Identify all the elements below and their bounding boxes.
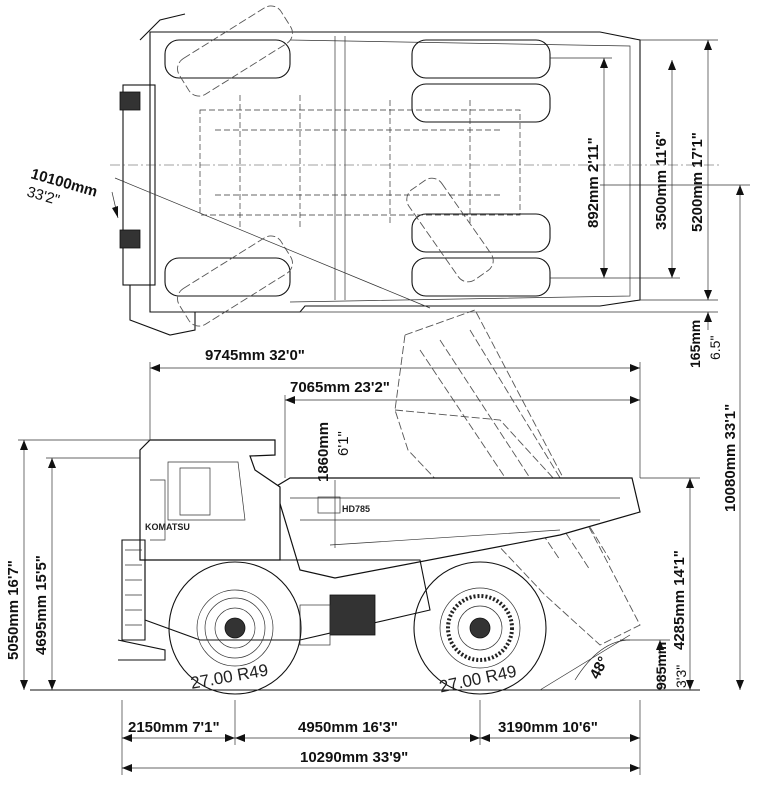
body-side-mm: 1860mm [315, 422, 332, 482]
dump-clearance-label: 4285mm 14'1" [671, 550, 688, 650]
cab-window [167, 461, 246, 521]
dump-angle-arc [574, 639, 631, 681]
ground-clearance-ft: 6.5" [707, 336, 723, 360]
frame-inner-label: 892mm 2'11" [585, 137, 602, 228]
rear-tyre-label: 27.00 R49 [437, 662, 518, 697]
raised-body [394, 309, 641, 646]
rear-overhang-label: 3190mm 10'6" [498, 719, 598, 736]
cab-height-label: 5050mm 16'7" [5, 560, 22, 660]
rear-wheel [413, 561, 547, 695]
front-grille [121, 539, 146, 641]
side-view-dimensions [18, 184, 750, 775]
turning-radius-line [114, 177, 431, 309]
body-side-ft: 6'1" [335, 431, 352, 456]
maker-logo: KOMATSU [145, 522, 190, 532]
model-badge: HD785 [342, 504, 370, 514]
loading-height-label: 4695mm 15'5" [33, 555, 50, 655]
top-view-outline [149, 31, 641, 313]
top-view-dimensions [300, 39, 718, 330]
front-overhang-label: 2150mm 7'1" [128, 719, 220, 736]
dump-height-label: 10080mm 33'1" [722, 404, 739, 512]
front-wheel [168, 561, 302, 695]
overall-width-label: 5200mm 17'1" [689, 132, 706, 232]
top-view [110, 5, 720, 336]
dump-body [274, 477, 641, 579]
dump-angle-label: 48° [587, 654, 613, 682]
wheelbase-label: 4950mm 16'3" [298, 719, 398, 736]
ground-clearance-mm: 165mm [687, 320, 703, 368]
turned-wheels [177, 5, 494, 327]
rear-track-label: 3500mm 11'6" [653, 131, 670, 230]
body-length-label: 7065mm 23'2" [290, 379, 390, 396]
overall-length-label: 10290mm 33'9" [300, 749, 408, 766]
length-body-label: 9745mm 32'0" [205, 347, 305, 364]
dimension-labels: 10100mm 33'2" 892mm 2'11" 3500mm 11'6" 5… [5, 131, 739, 766]
front-bumper [122, 84, 156, 286]
rear-clearance-ft: 3'3" [673, 665, 689, 688]
rear-clearance-mm: 985mm [653, 642, 669, 690]
top-view-wheels [164, 39, 551, 297]
